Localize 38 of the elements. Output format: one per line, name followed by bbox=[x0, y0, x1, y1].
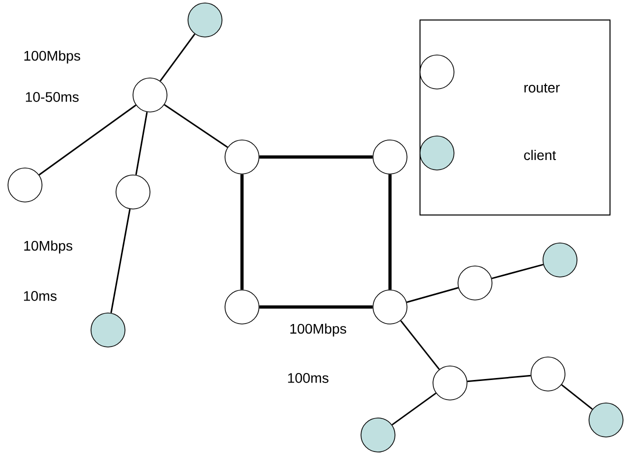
link-line bbox=[240, 174, 244, 290]
client-circle bbox=[90, 312, 126, 348]
link-line bbox=[400, 320, 440, 370]
legend-label: client bbox=[524, 150, 556, 160]
router-circle bbox=[132, 78, 168, 112]
router-circle bbox=[530, 356, 566, 392]
link-label: 10-50ms bbox=[26, 92, 79, 102]
link-label: 100Mbps bbox=[290, 324, 346, 336]
link-line bbox=[160, 34, 196, 82]
router-circle bbox=[372, 290, 408, 324]
link-line bbox=[406, 287, 458, 303]
link-line bbox=[561, 384, 593, 410]
router-circle bbox=[116, 174, 150, 210]
client-circle bbox=[188, 2, 222, 38]
link-label: 10Mbps bbox=[24, 240, 72, 254]
router-circle bbox=[224, 140, 260, 174]
client-circle bbox=[360, 418, 396, 452]
link-label: 100Mbps bbox=[24, 50, 80, 64]
link-line bbox=[492, 264, 544, 280]
router-circle bbox=[224, 290, 260, 324]
link-label: 100ms bbox=[288, 373, 328, 383]
router-circle bbox=[372, 140, 408, 174]
link-line bbox=[259, 155, 373, 159]
link-label: 10ms bbox=[24, 291, 57, 301]
router-circle bbox=[8, 168, 42, 202]
client-circle bbox=[588, 402, 624, 438]
client-circle bbox=[542, 242, 578, 278]
legend-label: router bbox=[524, 83, 560, 93]
link-line bbox=[392, 392, 436, 426]
link-line bbox=[388, 174, 392, 290]
link-line bbox=[164, 104, 228, 148]
link-line bbox=[38, 104, 136, 176]
link-line bbox=[110, 208, 131, 314]
router-circle bbox=[432, 366, 468, 400]
link-line bbox=[135, 112, 148, 175]
router-circle bbox=[458, 266, 492, 300]
link-line bbox=[259, 305, 373, 309]
link-line bbox=[467, 374, 531, 382]
